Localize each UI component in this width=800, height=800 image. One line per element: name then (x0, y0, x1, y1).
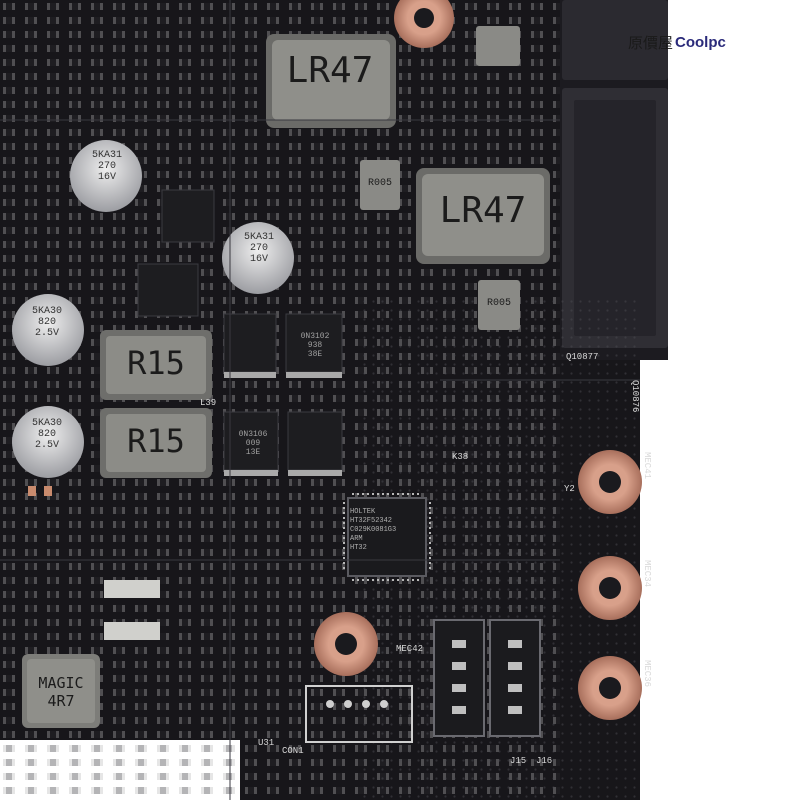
silk-j15: J15 (510, 756, 527, 766)
capacitor-b2-line1: 5KA30 (31, 418, 62, 429)
inductor-r15-top-label: R15 (127, 344, 185, 382)
capacitor-a2-line1: 5KA31 (243, 232, 274, 243)
capacitor-b-line1: 5KA30 (31, 306, 62, 317)
watermark-prefix: 原價屋 (628, 33, 674, 52)
capacitor-a2-line3: 16V (249, 254, 268, 265)
capacitor-b-line3: 2.5V (34, 328, 59, 339)
capacitor-b2-line3: 2.5V (34, 440, 59, 451)
resistor-r005-b-label: R005 (486, 298, 511, 309)
inductor-lr47-top (266, 34, 396, 128)
inductor-lr47-mid-label: LR47 (439, 190, 527, 231)
silk-l39: L39 (200, 398, 217, 408)
mosfet-b-label: 0N3106 009 13E (226, 430, 280, 457)
silk-mec34: MEC34 (642, 560, 652, 588)
capacitor-a2-line2: 270 (249, 243, 268, 254)
silk-j16: J16 (536, 756, 553, 766)
silk-q10877: Q10877 (566, 352, 599, 362)
resistor-r005-a-label: R005 (367, 178, 392, 189)
mosfet-a-line2: 938 (307, 341, 323, 350)
mosfet-b-line2: 009 (245, 439, 261, 448)
silk-k38: K38 (452, 452, 469, 462)
capacitor-b2-line2: 820 (37, 429, 56, 440)
inductor-magic-line1: MAGIC (38, 674, 84, 692)
silk-mec36: MEC36 (642, 660, 652, 688)
mosfet-a-line1: 0N3102 (300, 332, 330, 341)
mosfet-a-label: 0N3102 938 38E (288, 332, 342, 359)
mcu-line3: C029K0081G3 (350, 526, 397, 534)
capacitor-a-label: 5KA31 270 16V (82, 150, 132, 183)
silk-q10876: Q10876 (630, 380, 640, 413)
inductor-r15-bottom-label: R15 (127, 422, 185, 460)
mosfet-a-line3: 38E (307, 350, 323, 359)
capacitor-b-line2: 820 (37, 317, 56, 328)
watermark-brand: Coolpc (675, 33, 726, 51)
inductor-magic-line2: 4R7 (47, 692, 75, 710)
capacitor-a-line2: 270 (97, 161, 116, 172)
silk-u31: U31 (258, 738, 275, 748)
capacitor-b2-label: 5KA30 820 2.5V (22, 418, 72, 451)
mcu-line5: HT32 (350, 544, 367, 552)
silk-mec41: MEC41 (642, 452, 652, 480)
silk-con1: CON1 (282, 746, 304, 756)
mosfet-b-line3: 13E (245, 448, 261, 457)
silk-y2: Y2 (564, 484, 575, 494)
capacitor-a2-label: 5KA31 270 16V (234, 232, 284, 265)
capacitor-a-line1: 5KA31 (91, 150, 122, 161)
inductor-magic-label: MAGIC 4R7 (27, 674, 95, 710)
silk-mec42: MEC42 (396, 644, 424, 654)
mcu-line4: ARM (350, 535, 363, 543)
inductor-lr47-mid (416, 168, 550, 264)
capacitor-b-label: 5KA30 820 2.5V (22, 306, 72, 339)
mcu-label: HOLTEK HT32F52342 C029K0081G3 ARM HT32 (350, 508, 424, 553)
inductor-lr47-top-label: LR47 (286, 50, 374, 91)
mcu-line1: HOLTEK (350, 508, 376, 516)
capacitor-a-line3: 16V (97, 172, 116, 183)
mcu-line2: HT32F52342 (350, 517, 393, 525)
mosfet-b-line1: 0N3106 (238, 430, 268, 439)
